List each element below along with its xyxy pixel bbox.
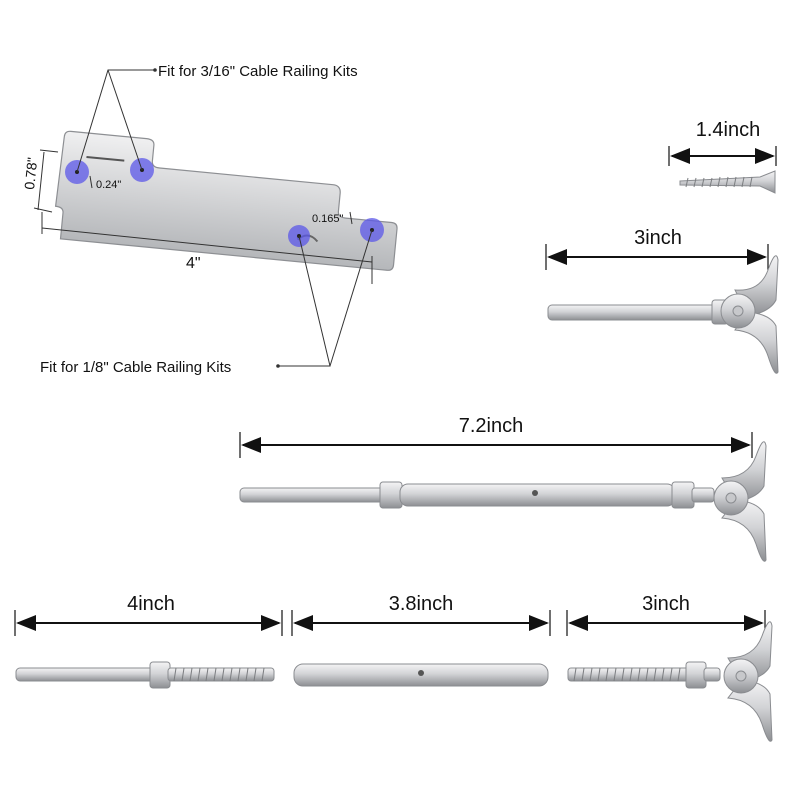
swage-stud-part: 4inch: [14, 593, 283, 689]
assembled-dimension-label: 7.2inch: [459, 415, 524, 437]
screw-dimension-label: 1.4inch: [696, 119, 761, 141]
fit-large-label: Fit for 3/16" Cable Railing Kits: [158, 63, 358, 80]
fit-small-label: Fit for 1/8" Cable Railing Kits: [40, 359, 231, 376]
screw-part: 1.4inch: [668, 119, 777, 194]
turnbuckle-body-part: 3.8inch: [291, 593, 551, 687]
deck-toggle-rod: [547, 304, 717, 321]
small-slot-label: 0.165": [312, 213, 344, 225]
swage-stud-dimension-label: 4inch: [127, 593, 175, 615]
slot-width-label: 0.24": [96, 179, 121, 191]
cable-tool: Fit for 3/16" Cable Railing Kits Fit for…: [21, 63, 398, 376]
assembled-turnbuckle-body: [399, 483, 676, 507]
deck-toggle-part: 3inch: [545, 227, 779, 374]
length-label: 4": [186, 255, 201, 272]
deck-toggle-dimension-label: 3inch: [634, 227, 682, 249]
height-label: 0.78": [21, 157, 40, 191]
turnbuckle-body-dimension-label: 3.8inch: [389, 593, 454, 615]
toggle-stud-dimension-label: 3inch: [642, 593, 690, 615]
assembled-turnbuckle-part: 7.2inch: [239, 415, 767, 562]
toggle-stud-part: 3inch: [566, 593, 773, 742]
tool-plate: [54, 130, 398, 271]
